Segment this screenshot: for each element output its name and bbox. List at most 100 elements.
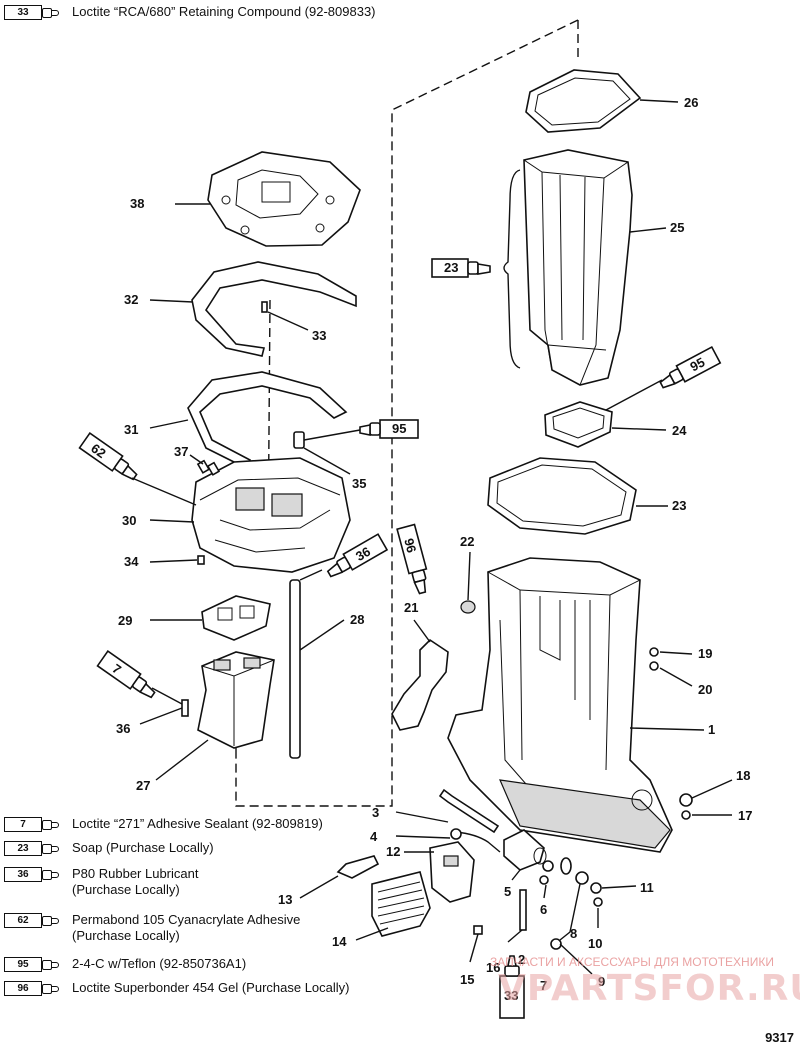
callout-32: 32 — [124, 292, 138, 307]
tube-62-label: 62 — [88, 440, 108, 461]
tube-33-label: 33 — [504, 988, 518, 1003]
legend-text: Loctite “271” Adhesive Sealant (92-80981… — [72, 816, 323, 831]
part-25-exhaust-tube — [523, 149, 667, 386]
legend-text: Soap (Purchase Locally) — [72, 840, 214, 855]
callout-8: 8 — [570, 926, 577, 941]
part-26-gasket — [525, 69, 679, 133]
callout-3: 3 — [372, 805, 379, 820]
callout-12: 12 — [386, 844, 400, 859]
callout-18: 18 — [736, 768, 750, 783]
callout-28: 28 — [350, 612, 364, 627]
legend-tube-number: 62 — [4, 913, 42, 928]
legend-item-7: 7 Loctite “271” Adhesive Sealant (92-809… — [4, 816, 323, 832]
legend-text: Loctite “RCA/680” Retaining Compound (92… — [72, 4, 376, 19]
callout-16: 16 — [486, 960, 500, 975]
callout-5: 5 — [504, 884, 511, 899]
lubricant-tube-icon: 7 — [4, 816, 60, 832]
callout-14: 14 — [332, 934, 347, 949]
tube-icon: 7 — [96, 650, 156, 699]
leader-line — [131, 477, 197, 506]
lubricant-tube-icon: 96 — [4, 980, 60, 996]
callout-7: 7 — [540, 978, 547, 993]
callout-19: 19 — [698, 646, 712, 661]
part-32-gasket — [149, 261, 357, 357]
callout-27: 27 — [136, 778, 150, 793]
legend-item-95: 95 2-4-C w/Teflon (92-850736A1) — [4, 956, 246, 972]
legend-text: Loctite Superbonder 454 Gel (Purchase Lo… — [72, 980, 350, 995]
callout-34: 34 — [124, 554, 139, 569]
callout-1: 1 — [708, 722, 715, 737]
callout-36: 36 — [116, 721, 130, 736]
callout-35: 35 — [352, 476, 366, 491]
part-14-cover — [355, 871, 431, 941]
legend-tube-number: 7 — [4, 817, 42, 832]
part-2-16-stud — [507, 889, 527, 943]
part-6-wire — [539, 860, 554, 899]
lubricant-tube-icon: 95 — [4, 956, 60, 972]
leader-line — [299, 569, 323, 581]
part-1-driveshaft-housing — [447, 557, 705, 853]
legend-tube-number: 23 — [4, 841, 42, 856]
part-27-exhaust-adapter — [155, 651, 275, 781]
tube-icon: 36 — [326, 533, 389, 578]
legend-tube-number: 33 — [4, 5, 42, 20]
drawing-code: 9317 — [765, 1030, 794, 1045]
part-12-bracket — [404, 841, 475, 903]
part-38-adapter-plate — [175, 151, 361, 247]
legend-tube-number: 96 — [4, 981, 42, 996]
callout-11: 11 — [640, 880, 654, 895]
part-7-9-ground-strap — [550, 871, 593, 975]
part-36-bolt — [139, 699, 189, 725]
tube-icon: 95 — [359, 419, 419, 439]
callout-24: 24 — [672, 423, 687, 438]
leader-line — [151, 687, 183, 705]
part-21-hose — [391, 619, 449, 731]
part-3-bolt — [395, 788, 500, 834]
lubricant-tube-icon: 23 — [4, 840, 60, 856]
callout-21: 21 — [404, 600, 418, 615]
legend-tube-number: 95 — [4, 957, 42, 972]
legend-top: 33 Loctite “RCA/680” Retaining Compound … — [4, 4, 376, 20]
tube-95-label: 95 — [688, 354, 708, 374]
tube-icon: 95 — [659, 346, 722, 389]
tube-36-label: 36 — [353, 544, 373, 564]
part-30-adapter-plate — [149, 457, 351, 573]
tube-icon: 33 — [499, 955, 525, 1019]
part-10-11-nut — [590, 882, 637, 928]
part-5-anode — [503, 829, 547, 881]
leader-line — [303, 429, 361, 441]
lubricant-tube-icon: 33 — [4, 4, 60, 20]
callout-13: 13 — [278, 892, 292, 907]
legend-item-62: 62 Permabond 105 Cyanacrylate Adhesive (… — [4, 912, 300, 944]
legend-text: P80 Rubber Lubricant (Purchase Locally) — [72, 866, 199, 897]
callout-17: 17 — [738, 808, 752, 823]
callout-38: 38 — [130, 196, 144, 211]
part-15-screw — [469, 925, 483, 963]
part-33-screw — [261, 301, 309, 331]
lubricant-tube-icon: 36 — [4, 866, 60, 882]
part-23-gasket — [487, 457, 668, 535]
callout-4: 4 — [370, 829, 378, 844]
tube-icon: 96 — [396, 523, 428, 595]
lubricant-tube-icon: 62 — [4, 912, 60, 928]
part-24-seal — [544, 401, 667, 448]
callout-30: 30 — [122, 513, 136, 528]
callout-37: 37 — [174, 444, 188, 459]
tube-95-label: 95 — [392, 421, 406, 436]
watermark-caption: ЗАПЧАСТИ И АКСЕССУАРЫ ДЛЯ МОТОТЕХНИКИ — [490, 955, 774, 969]
callout-20: 20 — [698, 682, 712, 697]
callout-10: 10 — [588, 936, 602, 951]
part-17-18-nut-washer — [679, 779, 733, 820]
callout-numbers: 1 2 3 4 5 6 7 8 9 10 11 12 13 14 15 16 1… — [116, 95, 752, 993]
callout-22: 22 — [460, 534, 474, 549]
part-28-water-tube — [289, 579, 345, 759]
tube-23-label: 23 — [444, 260, 458, 275]
leader-line — [605, 379, 663, 411]
legend-text: Permabond 105 Cyanacrylate Adhesive (Pur… — [72, 912, 301, 943]
part-4-ground-wire — [395, 828, 501, 853]
soap-bracket — [503, 169, 521, 369]
callout-33: 33 — [312, 328, 326, 343]
part-29-gasket — [150, 595, 271, 641]
legend-text: 2-4-C w/Teflon (92-850736A1) — [72, 956, 247, 971]
